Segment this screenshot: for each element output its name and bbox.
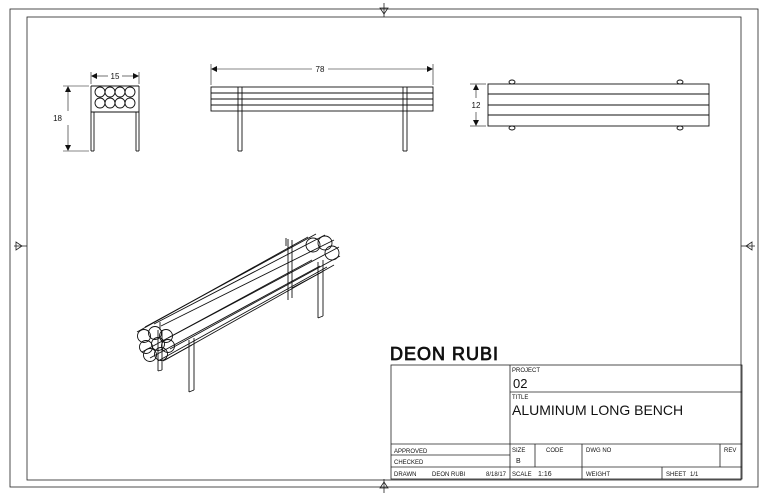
side-width-label: 15: [111, 72, 120, 81]
tube-end: [154, 347, 168, 361]
center-marks: [14, 3, 755, 493]
isometric-view: [136, 233, 341, 393]
tube-end: [161, 339, 175, 353]
tube-section: [94, 86, 106, 98]
tube-section: [124, 86, 136, 98]
tube-section: [104, 86, 116, 98]
title-value: ALUMINUM LONG BENCH: [512, 402, 683, 418]
sheet-value: 1/1: [690, 472, 699, 478]
code-label: CODE: [546, 448, 563, 454]
rev-label: REV: [724, 448, 736, 454]
tube-end: [143, 348, 157, 362]
top-depth-label: 12: [472, 101, 481, 110]
tube-end: [148, 326, 162, 340]
tube-section: [114, 97, 126, 109]
top-view: [487, 79, 710, 131]
front-view: [210, 86, 434, 152]
title-block: [390, 364, 743, 480]
checked-label: CHECKED: [394, 460, 424, 466]
tube-section: [104, 97, 116, 109]
front-length-dimension: [210, 64, 434, 85]
drawn-label: DRAWN: [394, 472, 416, 478]
center-mark-right: [741, 241, 755, 251]
title-label: TITLE: [512, 395, 528, 401]
tube-section: [124, 97, 136, 109]
sheet-label: SHEET: [666, 472, 686, 478]
front-length-label: 78: [316, 65, 325, 74]
side-view: [90, 85, 140, 152]
project-label: PROJECT: [512, 368, 540, 374]
center-mark-bottom: [379, 479, 389, 493]
side-width-dimension: [90, 72, 140, 84]
scale-value: 1:16: [538, 471, 552, 478]
tube-section: [94, 97, 106, 109]
size-label: SIZE: [512, 448, 525, 454]
tube-end: [137, 329, 151, 343]
tube-end: [159, 329, 173, 343]
brand-logo: DEON RUBI: [390, 344, 499, 364]
tube-section: [114, 86, 126, 98]
side-height-dimension: [63, 85, 89, 152]
tube-end: [151, 337, 165, 351]
project-value: 02: [513, 376, 527, 391]
dwg-no-label: DWG NO: [586, 448, 612, 454]
side-height-label: 18: [53, 114, 62, 123]
drawn-name: DEON RUBI: [432, 472, 466, 478]
top-depth-dimension: [470, 83, 486, 127]
weight-label: WEIGHT: [586, 472, 610, 478]
size-value: B: [516, 458, 521, 465]
approved-label: APPROVED: [394, 449, 428, 455]
drawn-date: 8/18/17: [486, 472, 507, 478]
center-mark-top: [379, 3, 389, 17]
scale-label: SCALE: [512, 472, 532, 478]
center-mark-left: [14, 241, 27, 251]
